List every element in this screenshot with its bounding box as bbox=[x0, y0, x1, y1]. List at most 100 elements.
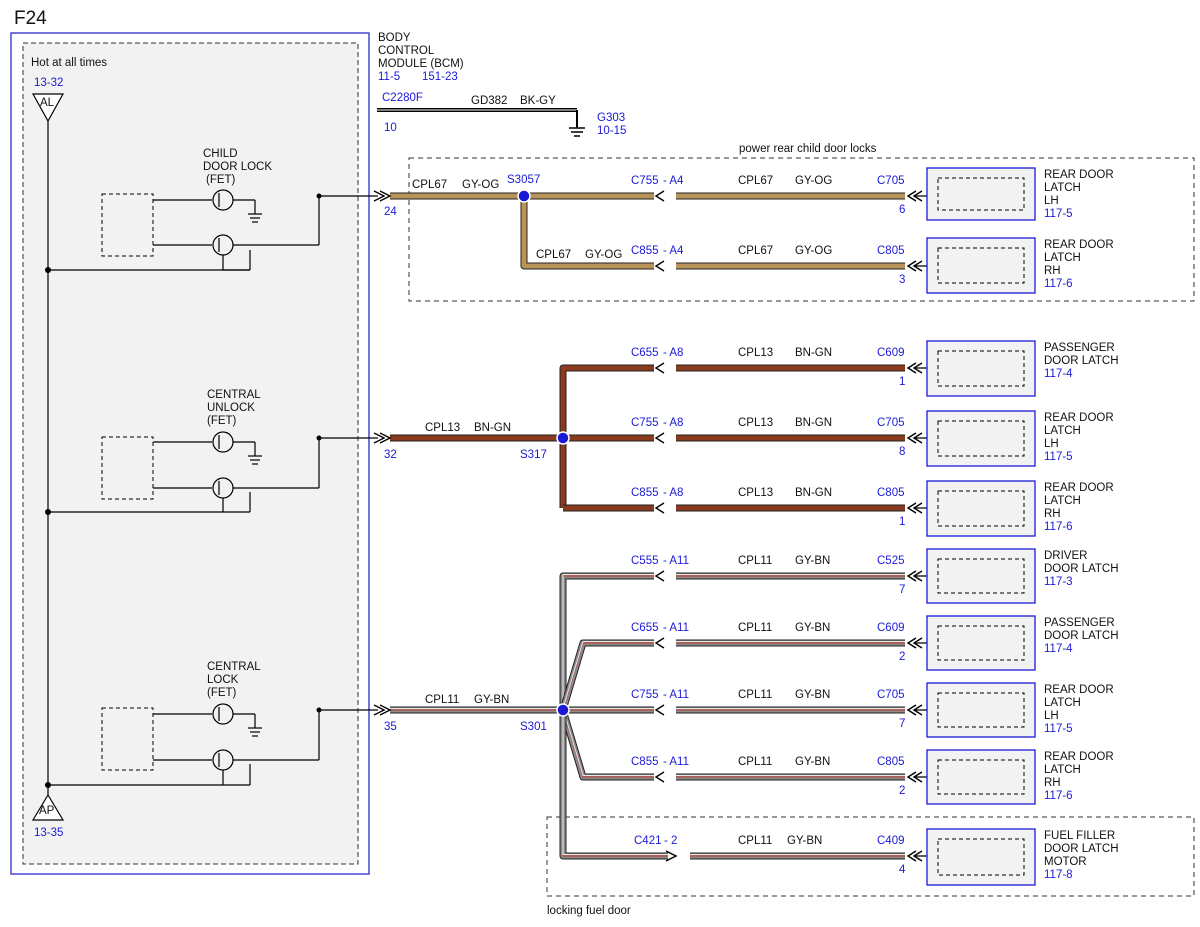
branch-color: GY-BN bbox=[795, 555, 830, 567]
device-label-line: FUEL FILLER bbox=[1044, 830, 1115, 842]
branch-circuit: CPL13 bbox=[738, 487, 773, 499]
cpl11-branch-wire bbox=[676, 572, 905, 580]
cpl11-branch-wire bbox=[676, 773, 905, 781]
cpl67-trunk-circuit: CPL67 bbox=[412, 179, 447, 191]
inline-arrow-icon bbox=[654, 190, 665, 202]
device-arrow-icon bbox=[912, 771, 923, 783]
device-inner-box bbox=[937, 558, 1025, 594]
device-inner-box bbox=[937, 692, 1025, 728]
central-lock-fet: CENTRAL LOCK (FET) bbox=[101, 661, 322, 785]
device-box bbox=[926, 340, 1036, 397]
bcm-output-cpl67 bbox=[319, 190, 392, 202]
device-arrow-icon bbox=[912, 570, 923, 582]
branch-circuit: CPL11 bbox=[738, 689, 772, 701]
device-connector-pin: 1 bbox=[899, 516, 905, 528]
inline-connector-pin: - A11 bbox=[663, 756, 689, 768]
device-label-line: LATCH bbox=[1044, 764, 1081, 776]
ground-pin: 10 bbox=[384, 122, 397, 134]
device-connector-label: C705 bbox=[877, 175, 905, 187]
bus-junction-dots bbox=[45, 267, 51, 788]
bcm-ref2: 151-23 bbox=[422, 71, 458, 83]
inline-connector-pin: - 2 bbox=[664, 835, 677, 847]
cpl11-pin: 35 bbox=[384, 721, 397, 733]
inline-arrow-icon bbox=[654, 502, 665, 514]
bcm-title-line3: MODULE (BCM) bbox=[378, 58, 464, 70]
ground-id: G303 bbox=[597, 112, 625, 124]
inline-connector-label: C755 bbox=[631, 175, 659, 187]
device-connector-pin: 6 bbox=[899, 204, 905, 216]
cpl13-trunk-color: BN-GN bbox=[474, 422, 511, 434]
device-connector-pin: 7 bbox=[899, 584, 905, 596]
bcm-pin-arrow-icon bbox=[379, 704, 392, 716]
inline-arrow-icon bbox=[654, 432, 665, 444]
device-label-line: REAR DOOR bbox=[1044, 239, 1114, 251]
device-inner-box bbox=[937, 247, 1025, 284]
inline-connector-label: C755 bbox=[631, 417, 659, 429]
child-lock-line1: CHILD bbox=[203, 148, 238, 160]
central-lock-line1: CENTRAL bbox=[207, 661, 261, 673]
device-arrow-icon bbox=[912, 260, 923, 272]
central-unlock-line1: CENTRAL bbox=[207, 389, 261, 401]
branch-circuit: CPL11 bbox=[738, 555, 772, 567]
device-ref: 117-8 bbox=[1044, 869, 1073, 881]
device-connector-label: C609 bbox=[877, 347, 905, 359]
inline-connector-label: C555 bbox=[631, 555, 659, 567]
device-connector-label: C805 bbox=[877, 756, 905, 768]
inline-connector-label: C855 bbox=[631, 487, 659, 499]
page-id: F24 bbox=[14, 8, 47, 29]
branch-color: BN-GN bbox=[795, 487, 832, 499]
device-label-line: REAR DOOR bbox=[1044, 169, 1114, 181]
branch-color: BN-GN bbox=[795, 417, 832, 429]
bcm-output-cpl11 bbox=[319, 704, 392, 716]
ground-wire bbox=[377, 108, 585, 137]
device-box bbox=[926, 410, 1036, 467]
splice-s301-dot bbox=[556, 703, 570, 717]
inline-arrow-icon bbox=[654, 570, 665, 582]
branch-circuit: CPL11 bbox=[738, 622, 772, 634]
al-ref: 13-32 bbox=[34, 77, 63, 89]
device-ref: 117-6 bbox=[1044, 278, 1073, 290]
bcm-title-line1: BODY bbox=[378, 32, 411, 44]
device-ref: 117-4 bbox=[1044, 368, 1073, 380]
inline-connector-pin: - A8 bbox=[663, 417, 683, 429]
inline-arrow-icon bbox=[654, 362, 665, 374]
device-box bbox=[926, 615, 1036, 671]
cpl11-branch-rh bbox=[559, 708, 654, 781]
cpl13-trunk-circuit: CPL13 bbox=[425, 422, 460, 434]
device-arrow-icon bbox=[912, 190, 923, 202]
child-lock-line2: DOOR LOCK bbox=[203, 161, 272, 173]
device-label-line: MOTOR bbox=[1044, 856, 1087, 868]
device-arrow-icon bbox=[912, 637, 923, 649]
device-connector-pin: 2 bbox=[899, 785, 905, 797]
bcm-pin-arrow-icon bbox=[379, 190, 392, 202]
device-ref: 117-6 bbox=[1044, 790, 1073, 802]
branch-circuit: CPL13 bbox=[738, 417, 773, 429]
al-label: AL bbox=[40, 97, 55, 109]
inline-connector-pin: - A4 bbox=[663, 175, 684, 187]
device-label-line: RH bbox=[1044, 508, 1061, 520]
inline-connector-label: C855 bbox=[631, 756, 659, 768]
device-arrow-icon bbox=[906, 850, 917, 862]
inline-connector-pin: - A11 bbox=[663, 555, 689, 567]
device-inner-box bbox=[937, 759, 1025, 795]
cpl13-pin: 32 bbox=[384, 449, 397, 461]
cpl11-fuel-wire bbox=[690, 852, 905, 860]
device-connector-pin: 1 bbox=[899, 376, 905, 388]
cpl67-rh-pre-color: GY-OG bbox=[585, 249, 622, 261]
device-box bbox=[926, 480, 1036, 537]
device-box bbox=[926, 749, 1036, 805]
inline-connector-pin: - A11 bbox=[663, 689, 689, 701]
device-connector-label: C409 bbox=[877, 835, 905, 847]
device-arrow-icon bbox=[912, 704, 923, 716]
device-label-line: LATCH bbox=[1044, 252, 1081, 264]
device-label-line: LATCH bbox=[1044, 697, 1081, 709]
device-box bbox=[926, 682, 1036, 738]
ap-ref: 13-35 bbox=[34, 827, 63, 839]
device-arrow-icon bbox=[906, 771, 917, 783]
